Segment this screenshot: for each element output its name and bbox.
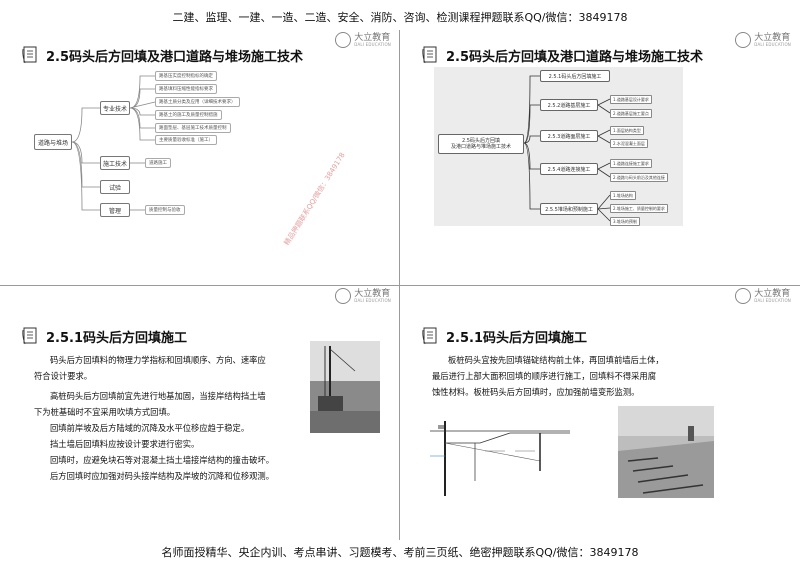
slide-2-title: 2.5码头后方回填及港口道路与堆场施工技术 (422, 45, 703, 65)
body-line: 最后进行上部大面积回填的顺序进行施工，回填料不得采用腐 (432, 371, 657, 381)
slide-3-body: 码头后方回填料的物理力学指标和回填顺序、方向、速率应 符合设计要求。 高桩码头后… (34, 352, 299, 484)
sub-2-5-5: 2.5.5堆场和预制施工 (540, 203, 598, 215)
document-icon (422, 327, 437, 345)
slide-3: 2.5.1码头后方回填施工 码头后方回填料的物理力学指标和回填顺序、方向、速率应… (0, 286, 399, 541)
body-line: 高桩码头后方回填前宜先进行地基加固，当接岸结构挡土墙 (50, 391, 266, 401)
slide-2: 2.5码头后方回填及港口道路与堆场施工技术 2.5码头后方回填 及港口道路与堆场… (400, 30, 799, 285)
leaf-3: 路基土质分类及应用（详细技术要求） (155, 97, 240, 107)
leaf-5: 路面垫层、基层施工技术质量控制 (155, 123, 231, 133)
leaf-2: 路基填料压缩性能指标要求 (155, 84, 217, 94)
leaf-4: 路基土的施工及质量控制措施 (155, 110, 222, 120)
logo-mark-icon (335, 288, 352, 304)
leaf-1: 路基压实度控制指标的确定 (155, 71, 217, 81)
leaf-b5-2: 2.堆场施工、质量控制的要求 (610, 204, 668, 213)
slide-3-title: 2.5.1码头后方回填施工 (22, 326, 187, 346)
slide-4-body: 板桩码头宜按先回填锚碇结构前土体，再回填前墙后土体， 最后进行上部大面积回填的顺… (432, 352, 752, 400)
document-icon (422, 46, 437, 64)
mind-map-lines (71, 75, 156, 211)
crane-construction-photo (310, 341, 380, 433)
mind-map-root: 道路与堆场 (34, 134, 72, 150)
leaf-b5-3: 3.堆场的预制 (610, 217, 640, 226)
document-icon (22, 327, 37, 345)
backfill-site-photo (618, 406, 714, 498)
structure-diagram-lines (523, 75, 611, 222)
body-line: 码头后方回填料的物理力学指标和回填顺序、方向、速率应 (50, 355, 266, 365)
branch-management: 管理 (100, 203, 130, 217)
sub-2-5-4: 2.5.4道路连接施工 (540, 163, 598, 175)
diagram-root: 2.5码头后方回填 及港口道路与堆场施工技术 (438, 134, 524, 154)
sheet-pile-section-drawing (430, 411, 578, 501)
sub-2-5-1: 2.5.1码头后方回填施工 (540, 70, 610, 82)
body-line: 蚀性材料。板桩码头后方回填时，应加强前墙变形监测。 (432, 387, 640, 397)
body-line: 挡土墙后回填料应按设计要求进行密实。 (50, 439, 200, 449)
branch-test: 试验 (100, 180, 130, 194)
document-icon (22, 46, 37, 64)
leaf-b3-1: 1.面层结构类型 (610, 126, 644, 135)
body-line: 回填前岸坡及后方陆域的沉降及水平位移应趋于稳定。 (50, 423, 250, 433)
body-line: 下为桩基础时不宜采用吹填方式回填。 (34, 407, 176, 417)
leaf-b4-2: 2.道路与码头前沿及其他连接 (610, 173, 668, 182)
leaf-b2-2: 2.道路基层施工要点 (610, 109, 652, 118)
body-line: 回填时，应避免块石等对混凝土挡土墙接岸结构的撞击破坏。 (50, 455, 275, 465)
body-line: 后方回填时应加强对码头接岸结构及岸坡的沉降和位移观测。 (50, 471, 275, 481)
leaf-b4-1: 1.道路连接施工要求 (610, 159, 652, 168)
sub-2-5-3: 2.5.3道路面层施工 (540, 130, 598, 142)
slide-4-title: 2.5.1码头后方回填施工 (422, 326, 587, 346)
slide-1-title: 2.5码头后方回填及港口道路与堆场施工技术 (22, 45, 303, 65)
leaf-b3-2: 2.水泥混凝土面层 (610, 139, 648, 148)
slide-1: 2.5码头后方回填及港口道路与堆场施工技术 道路与堆场 专业技术 施工技术 试验… (0, 30, 399, 285)
logo-mark-icon (735, 32, 752, 48)
logo-mark-icon (735, 288, 752, 304)
leaf-b2-1: 1.道路基层设计要求 (610, 95, 652, 104)
leaf-construction: 道路施工 (145, 158, 171, 168)
branch-professional: 专业技术 (100, 101, 130, 115)
leaf-6: 主要质量验收标准（施工） (155, 135, 217, 145)
logo-mark-icon (335, 32, 352, 48)
bottom-contact-banner: 名师面授精华、央企内训、考点串讲、习题模考、考前三页纸、绝密押题联系QQ/微信：… (161, 546, 639, 559)
body-line: 符合设计要求。 (34, 371, 93, 381)
sub-2-5-2: 2.5.2道路基层施工 (540, 99, 598, 111)
slide-4: 2.5.1码头后方回填施工 板桩码头宜按先回填锚碇结构前土体，再回填前墙后土体，… (400, 286, 799, 541)
top-contact-banner: 二建、监理、一建、一造、二造、安全、消防、咨询、检测课程押题联系QQ/微信：38… (172, 11, 628, 24)
branch-construction: 施工技术 (100, 156, 130, 170)
body-line: 板桩码头宜按先回填锚碇结构前土体，再回填前墙后土体， (448, 355, 664, 365)
leaf-management: 质量控制与验收 (145, 205, 185, 215)
leaf-b5-1: 1.堆场结构 (610, 191, 636, 200)
horizontal-divider (0, 285, 800, 286)
